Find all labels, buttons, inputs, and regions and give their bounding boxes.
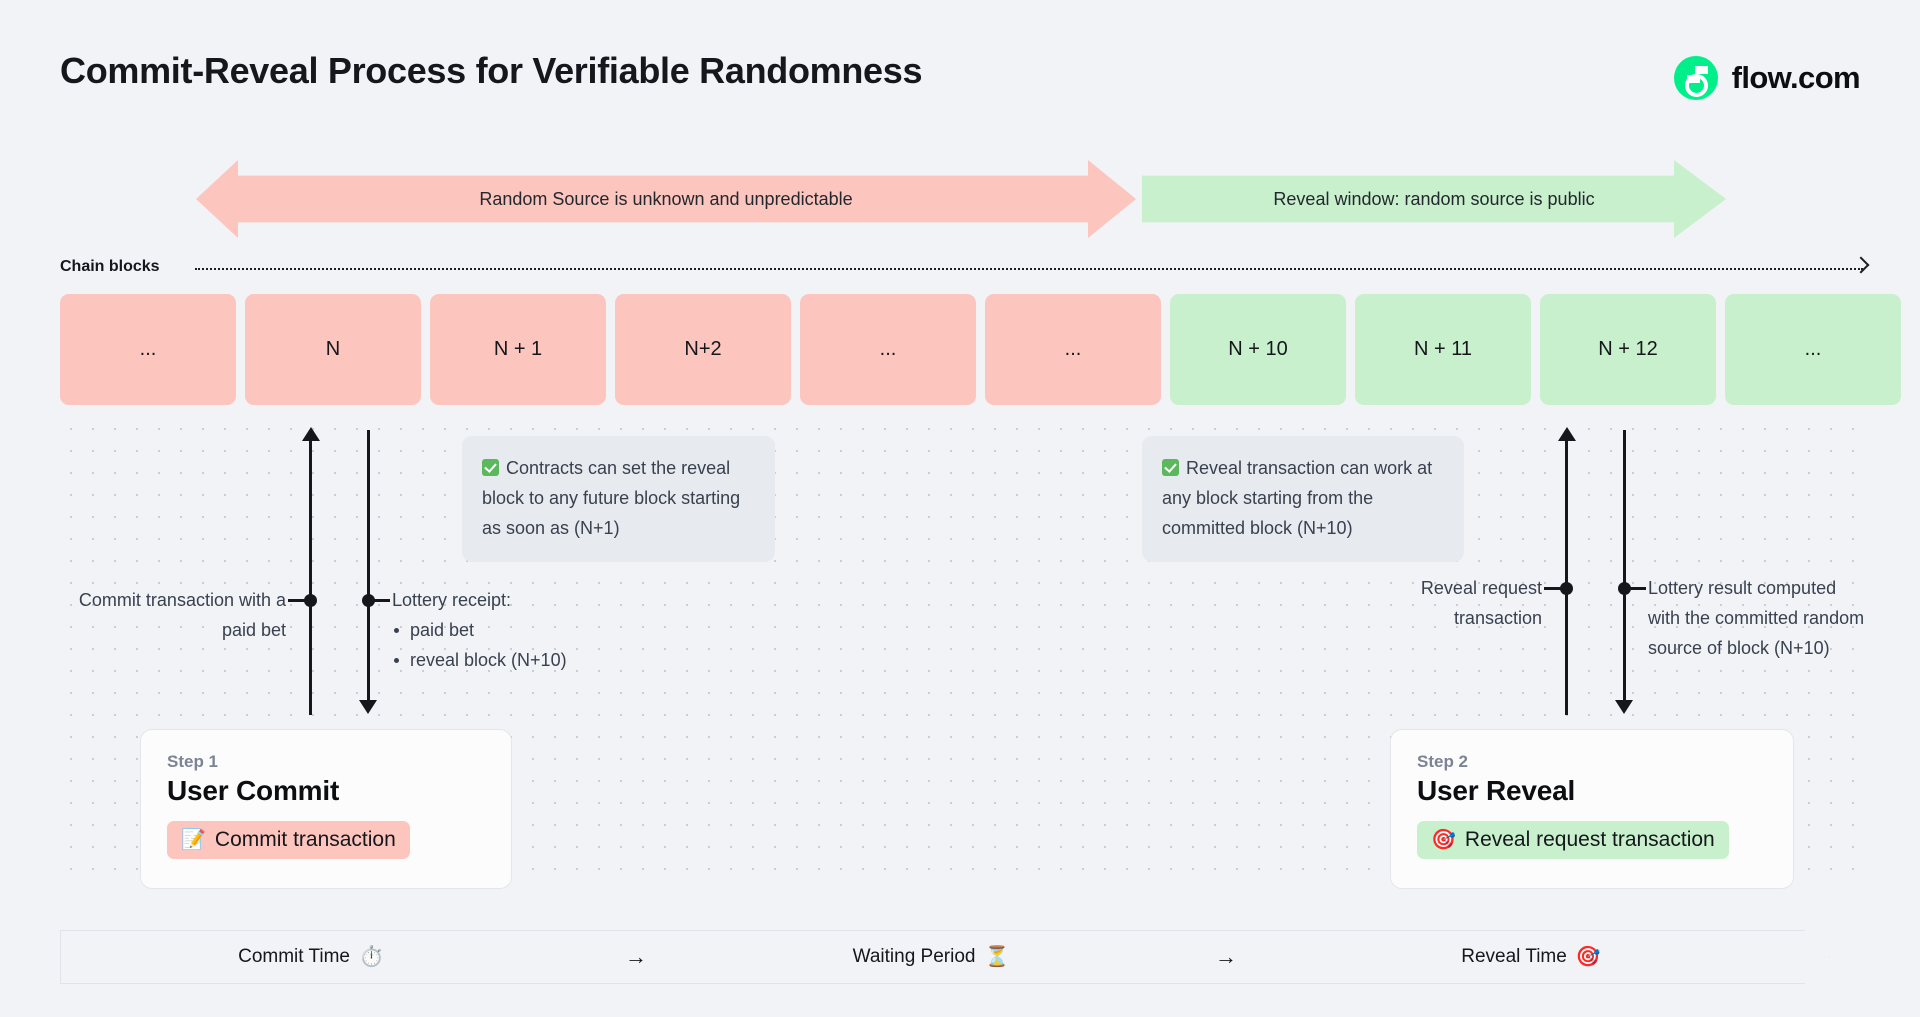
block-0: ... <box>60 294 236 405</box>
step-card-1: Step 1 User Commit 📝 Commit transaction <box>140 729 512 889</box>
commit-connector-stub <box>288 599 310 602</box>
callout-contracts-text: Contracts can set the reveal block to an… <box>482 458 741 538</box>
page-title: Commit-Reveal Process for Verifiable Ran… <box>60 50 923 91</box>
check-icon <box>482 459 499 476</box>
step-card-2: Step 2 User Reveal 🎯 Reveal request tran… <box>1390 729 1794 889</box>
timeline-segment-waiting: Waiting Period ⏳ <box>711 946 1151 968</box>
annotation-lottery-receipt: Lottery receipt: paid bet reveal block (… <box>392 585 652 675</box>
block-9: ... <box>1725 294 1901 405</box>
commit-arrow-head-icon <box>302 427 320 441</box>
result-connector-line <box>1623 430 1626 705</box>
callout-reveal-tx: Reveal transaction can work at any block… <box>1142 436 1464 562</box>
receipt-connector-line <box>367 430 370 705</box>
list-item: reveal block (N+10) <box>392 645 652 675</box>
chain-blocks-label: Chain blocks <box>60 258 160 275</box>
annotation-reveal-request: Reveal request transaction <box>1420 578 1542 628</box>
step-1-kicker: Step 1 <box>167 752 219 771</box>
brand-logo: flow.com <box>1673 56 1861 100</box>
commit-transaction-pill-label: Commit transaction <box>214 828 396 851</box>
step-2-kicker: Step 2 <box>1417 752 1469 771</box>
annotation-lottery-result: Lottery result computed with the committ… <box>1648 578 1865 658</box>
chain-block-strip: ... N N + 1 N+2 ... ... N + 10 N + 11 N … <box>60 294 1901 405</box>
lottery-receipt-list: paid bet reveal block (N+10) <box>392 615 652 675</box>
annotation-commit-transaction: Commit transaction with a paid bet <box>78 590 286 640</box>
reveal-request-pill-label: Reveal request transaction <box>1464 828 1715 851</box>
phase-unknown-label: Random Source is unknown and unpredictab… <box>479 188 853 209</box>
reveal-connector-line <box>1565 440 1568 715</box>
callout-reveal-tx-text: Reveal transaction can work at any block… <box>1162 458 1433 538</box>
block-6: N + 10 <box>1170 294 1346 405</box>
lottery-receipt-title: Lottery receipt: <box>392 590 512 610</box>
stopwatch-icon: ⏱️ <box>359 946 384 968</box>
phase-arrows: Random Source is unknown and unpredictab… <box>0 160 1920 238</box>
chain-axis-line <box>195 268 1863 270</box>
hourglass-icon: ⏳ <box>984 946 1010 968</box>
timeline-reveal-label: Reveal Time <box>1461 946 1567 967</box>
block-8: N + 12 <box>1540 294 1716 405</box>
block-2: N + 1 <box>430 294 606 405</box>
brand-name: flow.com <box>1731 60 1861 95</box>
reveal-request-transaction-pill[interactable]: 🎯 Reveal request transaction <box>1417 821 1729 859</box>
timeline-segment-commit: Commit Time ⏱️ <box>61 946 561 968</box>
memo-icon: 📝 <box>181 829 206 851</box>
block-7: N + 11 <box>1355 294 1531 405</box>
step-1-title: User Commit <box>167 775 340 806</box>
timeline-arrow-1-icon: → <box>625 944 647 969</box>
chain-axis-arrow-icon <box>1852 256 1870 274</box>
reveal-connector-dot <box>1560 582 1573 595</box>
callout-contracts: Contracts can set the reveal block to an… <box>462 436 775 562</box>
phase-reveal-arrow: Reveal window: random source is public <box>1142 160 1726 238</box>
timeline-segment-reveal: Reveal Time 🎯 <box>1301 946 1761 968</box>
step-2-title: User Reveal <box>1417 775 1576 806</box>
receipt-arrow-head-icon <box>359 700 377 714</box>
result-connector-stub <box>1624 587 1646 590</box>
reveal-connector-stub <box>1544 587 1566 590</box>
timeline-waiting-label: Waiting Period <box>852 946 976 967</box>
receipt-connector-stub <box>368 599 390 602</box>
result-arrow-head-icon <box>1615 700 1633 714</box>
block-5: ... <box>985 294 1161 405</box>
commit-connector-dot <box>304 594 317 607</box>
target-icon: 🎯 <box>1575 946 1601 968</box>
commit-transaction-pill[interactable]: 📝 Commit transaction <box>167 821 410 859</box>
bottom-timeline: Commit Time ⏱️ → Waiting Period ⏳ → Reve… <box>60 930 1830 984</box>
check-icon <box>1162 459 1179 476</box>
phase-unknown-arrow: Random Source is unknown and unpredictab… <box>196 160 1136 238</box>
commit-connector-line <box>309 440 312 715</box>
phase-reveal-label: Reveal window: random source is public <box>1273 188 1595 209</box>
block-4: ... <box>800 294 976 405</box>
reveal-arrow-head-icon <box>1558 427 1576 441</box>
target-icon: 🎯 <box>1431 829 1456 851</box>
timeline-arrow-2-icon: → <box>1215 944 1237 969</box>
timeline-commit-label: Commit Time <box>238 946 350 967</box>
list-item: paid bet <box>392 615 652 645</box>
flow-logo-icon <box>1673 56 1718 100</box>
block-1: N <box>245 294 421 405</box>
block-3: N+2 <box>615 294 791 405</box>
